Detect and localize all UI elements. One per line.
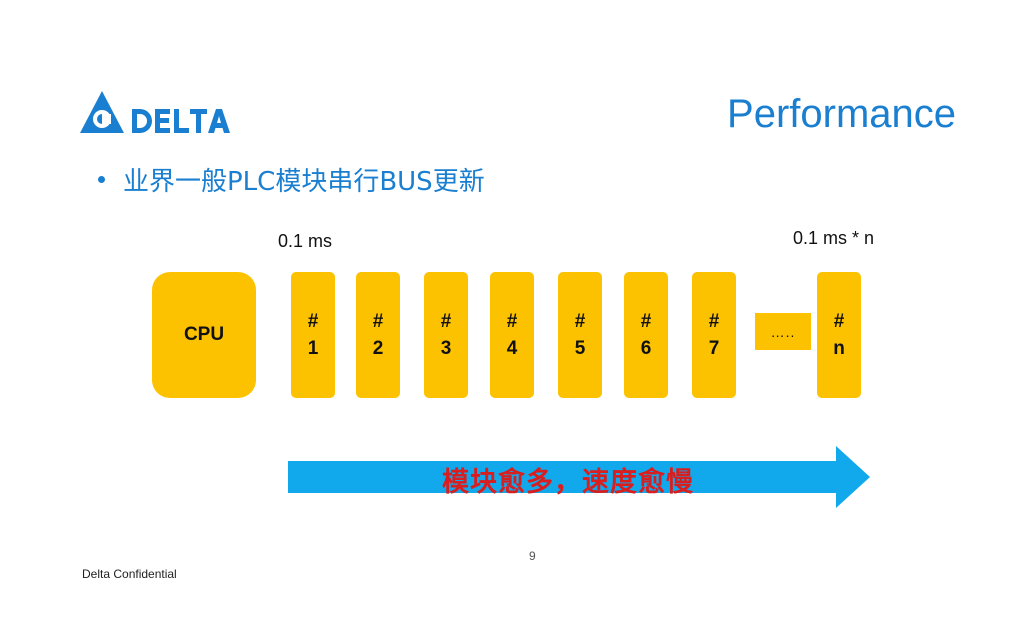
bullet-point: 业界一般PLC模块串行BUS更新 <box>98 161 485 198</box>
arrow-caption: 模块愈多，速度愈慢 <box>442 467 694 498</box>
module-number: 6 <box>640 338 652 359</box>
module-hash: # <box>307 311 319 332</box>
module-block-1: # 1 <box>291 272 335 398</box>
bullet-text: 业界一般PLC模块串行BUS更新 <box>123 167 485 197</box>
module-number: 2 <box>372 338 384 359</box>
module-number: n <box>833 338 845 359</box>
module-hash: # <box>506 311 518 332</box>
module-block-7: # 7 <box>692 272 736 398</box>
delta-logo-icon <box>80 91 230 133</box>
page-number: 9 <box>529 549 536 563</box>
arrow-right-icon <box>288 446 870 508</box>
cpu-label: CPU <box>183 324 225 345</box>
module-block-3: # 3 <box>424 272 468 398</box>
module-block-n: # n <box>817 272 861 398</box>
bullet-dot-icon <box>98 176 105 183</box>
module-hash: # <box>640 311 652 332</box>
confidential-notice: Delta Confidential <box>82 567 177 581</box>
module-number: 1 <box>307 338 319 359</box>
module-hash: # <box>440 311 452 332</box>
cpu-block: CPU <box>152 272 256 398</box>
module-hash: # <box>708 311 720 332</box>
slide-title: Performance <box>727 92 956 136</box>
module-block-4: # 4 <box>490 272 534 398</box>
timing-label-n: 0.1 ms * n <box>793 228 875 248</box>
module-number: 7 <box>708 338 720 359</box>
ellipsis-block: ….. <box>755 313 811 350</box>
module-hash: # <box>833 311 845 332</box>
timing-label-single: 0.1 ms <box>278 231 333 251</box>
module-number: 4 <box>506 338 518 359</box>
module-block-2: # 2 <box>356 272 400 398</box>
delta-logo <box>80 89 230 135</box>
module-hash: # <box>372 311 384 332</box>
module-number: 3 <box>440 338 452 359</box>
module-block-5: # 5 <box>558 272 602 398</box>
module-block-6: # 6 <box>624 272 668 398</box>
module-hash: # <box>574 311 586 332</box>
module-number: 5 <box>574 338 586 359</box>
